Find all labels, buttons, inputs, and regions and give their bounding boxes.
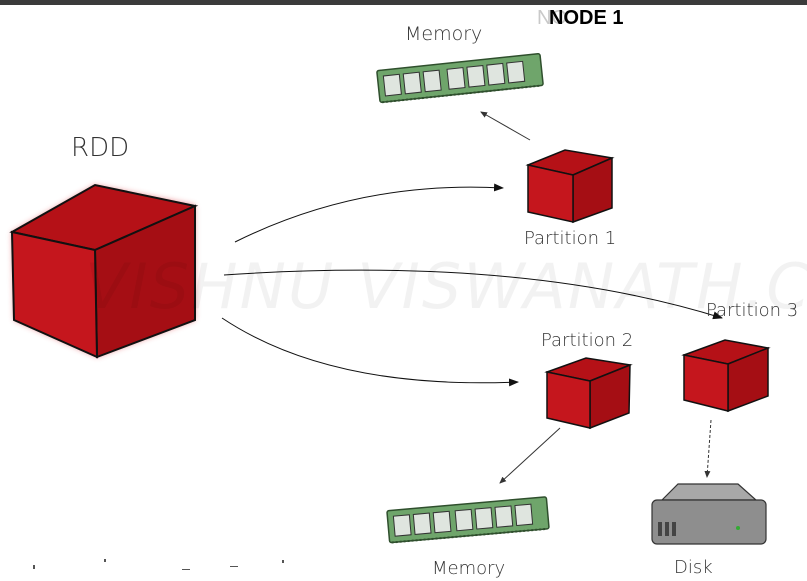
arrow-partition-3-to-disk bbox=[704, 419, 712, 478]
partition-1-label: Partition 1 bbox=[524, 228, 617, 249]
top-bar bbox=[0, 0, 807, 5]
arrow-partition-2-to-memory bbox=[499, 427, 561, 484]
node-title-ghost: NO bbox=[537, 7, 567, 29]
partition-3-cube bbox=[681, 339, 771, 413]
partition-2-label: Partition 2 bbox=[541, 330, 634, 351]
bottom-marks bbox=[33, 559, 284, 570]
arrow-to-partition-2 bbox=[221, 317, 519, 387]
memory-icon-top bbox=[376, 52, 544, 104]
node-title-text: NODE 1 bbox=[549, 7, 624, 29]
arrow-to-partition-3 bbox=[223, 269, 723, 320]
rdd-label: RDD bbox=[71, 133, 130, 163]
node-title: NO bbox=[537, 7, 567, 30]
partition-1-cube bbox=[525, 149, 615, 224]
rdd-cube bbox=[9, 183, 199, 359]
disk-icon bbox=[651, 483, 767, 545]
disk-label: Disk bbox=[674, 557, 713, 578]
watermark: VISHNU VISWANATH.COM bbox=[85, 250, 807, 323]
memory-icon-bottom bbox=[386, 496, 550, 544]
memory-label-top: Memory bbox=[405, 23, 483, 45]
arrow-to-partition-1 bbox=[234, 183, 504, 243]
memory-label-bottom: Memory bbox=[432, 558, 506, 579]
partition-3-label: Partition 3 bbox=[706, 300, 799, 321]
partition-2-cube bbox=[544, 357, 633, 430]
arrow-partition-1-to-memory bbox=[480, 111, 531, 141]
